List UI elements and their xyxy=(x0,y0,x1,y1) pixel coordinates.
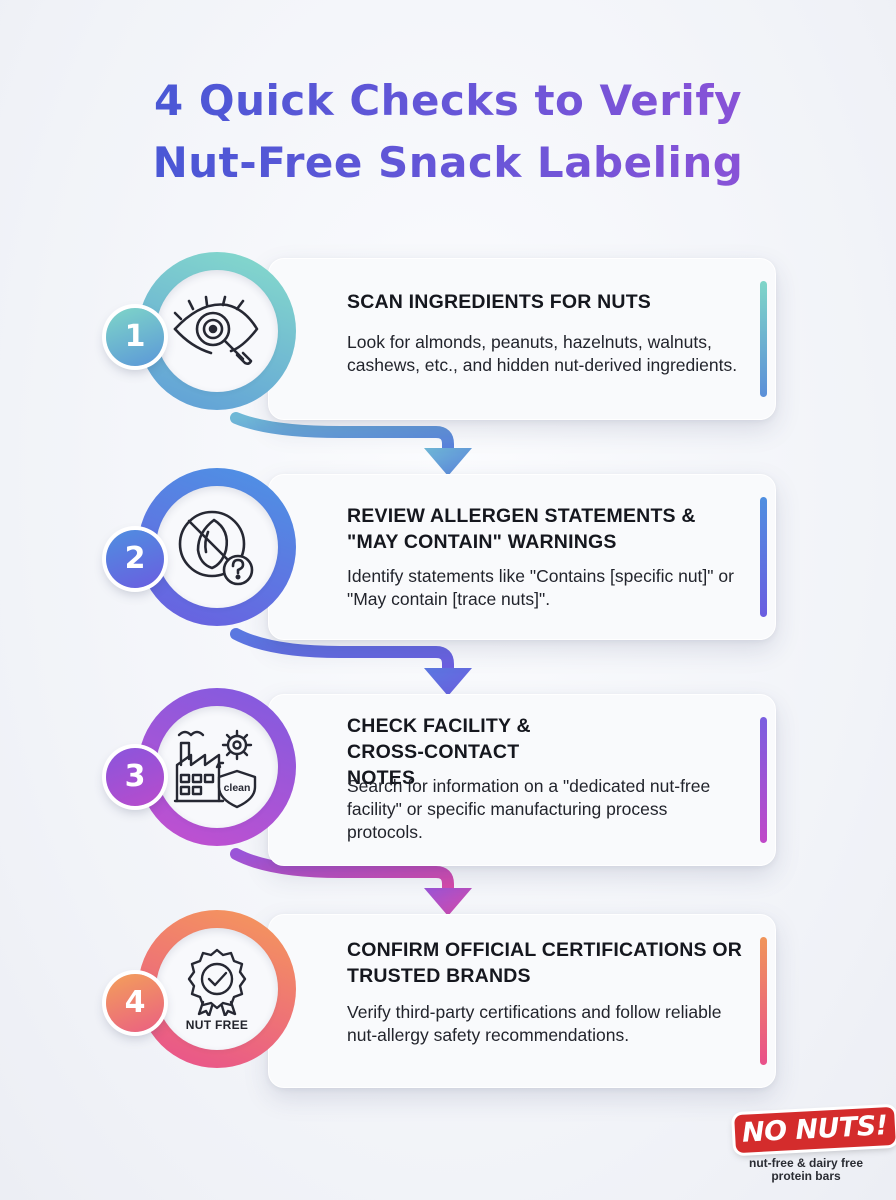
brand-tagline-line-2: protein bars xyxy=(771,1169,841,1183)
no-nut-question-icon xyxy=(178,510,254,586)
connector-2-3 xyxy=(230,628,472,696)
step-1: SCAN INGREDIENTS FOR NUTS Look for almon… xyxy=(0,248,896,428)
brand-tagline: nut-free & dairy free protein bars xyxy=(733,1157,879,1183)
brand-logo-mark: NO NUTS! xyxy=(734,1106,896,1154)
step-1-accent-bar xyxy=(760,281,767,397)
step-1-heading: SCAN INGREDIENTS FOR NUTS xyxy=(347,291,652,313)
eye-magnifier-icon xyxy=(173,295,259,365)
step-2-icon-ring xyxy=(138,468,296,626)
clean-badge-label: clean xyxy=(224,782,251,794)
connector-1-2 xyxy=(230,412,472,476)
step-4-heading: CONFIRM OFFICIAL CERTIFICATIONS OR TRUST… xyxy=(347,939,742,987)
certified-badge-icon xyxy=(187,948,247,1016)
step-2-heading: REVIEW ALLERGEN STATEMENTS & "MAY CONTAI… xyxy=(347,505,696,553)
step-3-heading: CHECK FACILITY & CROSS-CONTACT NOTES xyxy=(347,715,531,789)
step-4-accent-bar xyxy=(760,937,767,1065)
step-1-number-badge: 1 xyxy=(106,308,164,366)
step-1-card: SCAN INGREDIENTS FOR NUTS Look for almon… xyxy=(268,258,776,420)
step-2-card: REVIEW ALLERGEN STATEMENTS & "MAY CONTAI… xyxy=(268,474,776,640)
title-line-2: Nut-Free Snack Labeling xyxy=(0,132,896,194)
brand-logo: NO NUTS! nut-free & dairy free protein b… xyxy=(733,1106,896,1191)
page-title: 4 Quick Checks to Verify Nut-Free Snack … xyxy=(0,70,896,194)
step-2-accent-bar xyxy=(760,497,767,617)
step-4-card: CONFIRM OFFICIAL CERTIFICATIONS OR TRUST… xyxy=(268,914,776,1088)
step-3-card: CHECK FACILITY & CROSS-CONTACT NOTES Sea… xyxy=(268,694,776,866)
step-1-description: Look for almonds, peanuts, hazelnuts, wa… xyxy=(347,332,738,375)
step-4-number-badge: 4 xyxy=(106,974,164,1032)
step-2-number-badge: 2 xyxy=(106,530,164,588)
nut-free-badge-label: NUT FREE xyxy=(185,1018,249,1032)
factory-clean-icon: clean xyxy=(173,729,257,809)
step-3-icon-ring: clean xyxy=(138,688,296,846)
step-3-number-badge: 3 xyxy=(106,748,164,806)
step-4: CONFIRM OFFICIAL CERTIFICATIONS OR TRUST… xyxy=(0,904,896,1088)
step-4-icon-ring: NUT FREE xyxy=(138,910,296,1068)
brand-tagline-line-1: nut-free & dairy free xyxy=(748,1156,864,1170)
connector-3-4 xyxy=(230,848,472,916)
step-3-accent-bar xyxy=(760,717,767,843)
step-3: CHECK FACILITY & CROSS-CONTACT NOTES Sea… xyxy=(0,684,896,866)
step-1-icon-circle xyxy=(156,270,278,392)
step-4-description: Verify third-party certifications and fo… xyxy=(347,1002,722,1045)
step-3-description: Search for information on a "dedicated n… xyxy=(347,776,711,842)
step-2-description: Identify statements like "Contains [spec… xyxy=(347,566,734,609)
step-1-icon-ring xyxy=(138,252,296,410)
title-line-1: 4 Quick Checks to Verify xyxy=(0,70,896,132)
step-4-icon-circle: NUT FREE xyxy=(156,928,278,1050)
step-3-icon-circle: clean xyxy=(156,706,278,828)
step-2-icon-circle xyxy=(156,486,278,608)
step-2: REVIEW ALLERGEN STATEMENTS & "MAY CONTAI… xyxy=(0,464,896,644)
